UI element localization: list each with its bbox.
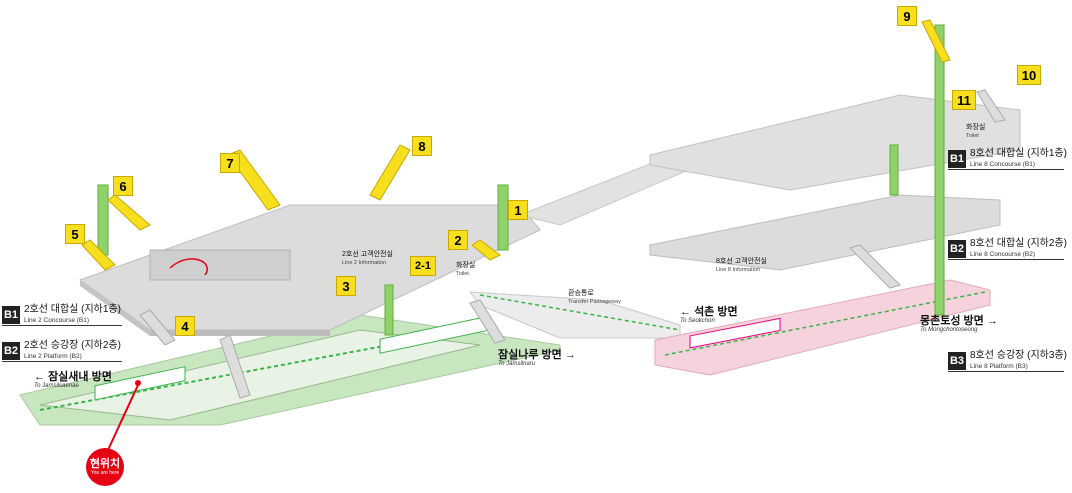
floor-code: B2	[2, 342, 20, 360]
exit-4-label: 4	[175, 316, 195, 336]
line2-gate-area	[149, 249, 291, 281]
line2-track	[39, 329, 481, 421]
floor-code: B2	[948, 240, 966, 258]
direction-mongchontoseong: 몽촌토성 방면 → To Mongchontoseong	[920, 315, 998, 334]
line8-concourse-b1	[649, 94, 1021, 191]
you-are-here-en: You are here	[90, 470, 120, 476]
elevator-2-1	[384, 284, 394, 336]
exit-7-label: 7	[220, 153, 240, 173]
floor-code: B1	[948, 150, 966, 168]
stair-exit8	[369, 144, 411, 201]
direction-en: To Jamsilnaru	[498, 361, 536, 367]
exit-8-label: 8	[412, 136, 432, 156]
floor-name: 8호선 승강장 (지하3층)	[970, 350, 1067, 361]
stair-exit6	[107, 194, 151, 231]
stair-exit9	[921, 19, 951, 63]
stair-down-1	[139, 309, 176, 346]
direction-ko: 잠실나루 방면 →	[498, 349, 576, 361]
exit-2-1-label: 2-1	[410, 256, 436, 276]
line8-platform	[654, 279, 991, 376]
exit-5-label: 5	[65, 224, 85, 244]
exit-6-label: 6	[113, 176, 133, 196]
stair-down-4	[849, 244, 901, 289]
floor-name-en: Line 8 Concourse (B2)	[970, 251, 1036, 258]
direction-jamsilsaenae: ← 잠실새내 방면 To Jamsilsaenae	[34, 371, 112, 390]
direction-ko: 몽촌토성 방면 →	[920, 315, 998, 327]
floor-name-en: Line 8 Concourse (B1)	[970, 161, 1036, 168]
direction-jamsilnaru: 잠실나루 방면 → To Jamsilnaru	[498, 349, 576, 368]
you-are-here-marker: 현위치 You are here	[86, 448, 124, 486]
exit-9-label: 9	[897, 6, 917, 26]
floor-label-line2-b1: B1 2호선 대합실 (지하1층) Line 2 Concourse (B1)	[2, 304, 122, 326]
floor-name-en: Line 2 Concourse (B1)	[24, 317, 90, 324]
connector-upper	[518, 159, 702, 226]
floor-label-line2-b2: B2 2호선 승강장 (지하2층) Line 2 Platform (B2)	[2, 340, 122, 362]
direction-ko: ← 석촌 방면	[680, 306, 738, 318]
stair-down-3	[469, 299, 506, 344]
floor-name: 8호선 대합실 (지하1층)	[970, 148, 1067, 159]
exit-2-label: 2	[448, 230, 468, 250]
floor-code: B3	[948, 352, 966, 370]
direction-ko: ← 잠실새내 방면	[34, 371, 112, 383]
floor-code: B1	[2, 306, 20, 324]
stair-down-2	[219, 334, 251, 399]
floor-label-line8-b2: B2 8호선 대합실 (지하2층) Line 8 Concourse (B2)	[948, 238, 1067, 260]
floor-name: 2호선 대합실 (지하1층)	[24, 304, 121, 315]
line8-concourse-b2	[649, 194, 1001, 271]
floor-name-en: Line 8 Platform (B3)	[970, 363, 1028, 370]
direction-en: To Seokchon	[680, 318, 715, 324]
you-are-here-pointer	[107, 384, 139, 451]
exit-1-label: 1	[508, 200, 528, 220]
exit-10-label: 10	[1017, 65, 1041, 85]
you-are-here-ko: 현위치	[89, 458, 121, 470]
direction-seokchon: ← 석촌 방면 To Seokchon	[680, 306, 738, 325]
floor-label-line8-b3: B3 8호선 승강장 (지하3층) Line 8 Platform (B3)	[948, 350, 1067, 372]
elevator-exit6	[97, 184, 109, 256]
elevator-line8-b	[934, 24, 945, 316]
floor-label-line8-b1: B1 8호선 대합실 (지하1층) Line 8 Concourse (B1)	[948, 148, 1067, 170]
exit-3-label: 3	[336, 276, 356, 296]
floor-name-en: Line 2 Platform (B2)	[24, 353, 82, 360]
floor-name: 8호선 대합실 (지하2층)	[970, 238, 1067, 249]
elevator-line8-a	[889, 144, 899, 196]
direction-en: To Mongchontoseong	[920, 327, 978, 333]
line8-train	[689, 317, 781, 349]
stair-exit2	[471, 239, 501, 261]
elevator-exit1	[497, 184, 509, 251]
exit-11-label: 11	[952, 90, 976, 110]
direction-en: To Jamsilsaenae	[34, 383, 79, 389]
stair-exit10	[976, 89, 1006, 123]
floor-name: 2호선 승강장 (지하2층)	[24, 340, 121, 351]
